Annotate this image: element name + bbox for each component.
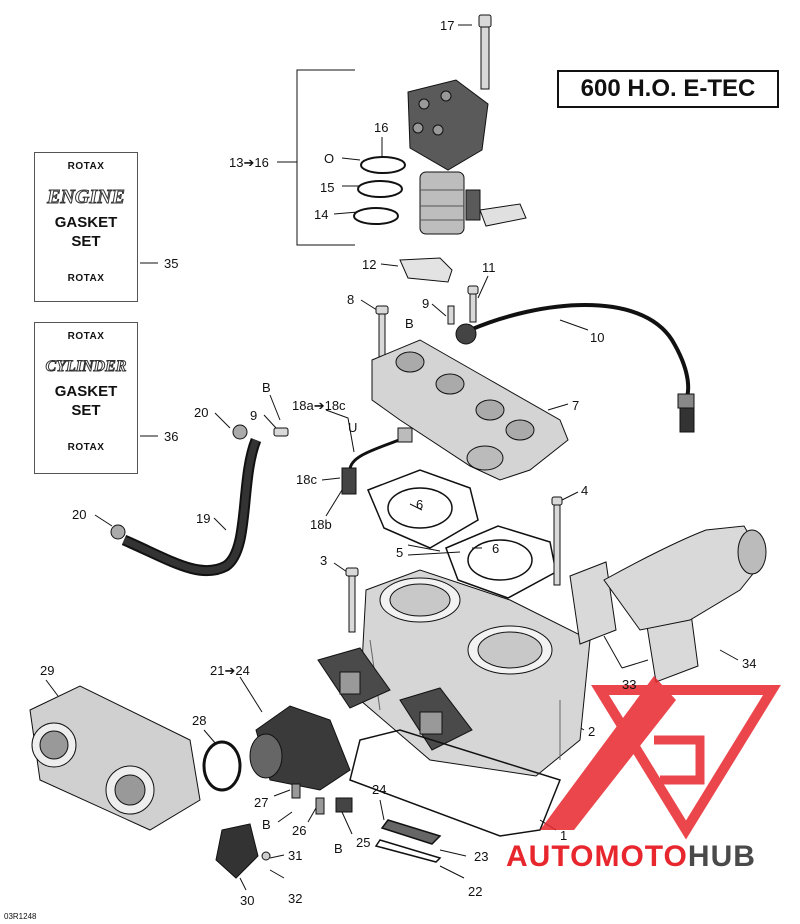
fitting-parts	[291, 783, 353, 815]
callout-24: 24	[372, 782, 387, 797]
callout-7: 7	[572, 398, 580, 413]
pressure-sensor	[419, 171, 527, 235]
callout-lube-u: U	[348, 420, 358, 435]
callout-lube-b-left: B	[262, 380, 271, 395]
callout-18c: 18c	[296, 472, 317, 487]
kit-line3: SET	[71, 233, 101, 250]
watermark-part1: AUTOMOTO	[506, 840, 688, 873]
head-gaskets-6	[367, 469, 557, 599]
callout-2: 2	[588, 724, 596, 739]
kit-line2: GASKET	[54, 383, 118, 400]
callout-29: 29	[40, 663, 55, 678]
callout-28: 28	[192, 713, 207, 728]
callout-36: 36	[164, 429, 179, 444]
callout-32: 32	[288, 891, 303, 906]
callout-25: 25	[356, 835, 371, 850]
callout-34: 34	[742, 656, 757, 671]
callout-23: 23	[474, 849, 489, 864]
temperature-sensor-18	[341, 427, 413, 495]
throttle-body-29	[29, 685, 201, 831]
drawing-code: 03R1248	[4, 912, 37, 921]
callout-22: 22	[468, 884, 483, 899]
kit-line2: GASKET	[54, 214, 118, 231]
kit-brand-bottom: ROTAX	[67, 273, 105, 284]
callout-lube-b-mid: B	[262, 817, 271, 832]
cap-bolt-17	[478, 14, 492, 90]
callout-9-left: 9	[250, 408, 258, 423]
sensor-housing	[407, 79, 489, 171]
callout-30: 30	[240, 893, 255, 908]
callout-6-lower: 6	[492, 541, 500, 556]
callout-18a-18c: 18a➔18c	[292, 398, 346, 413]
callout-12: 12	[362, 257, 377, 272]
wire-harness-10	[455, 303, 695, 433]
cylinder-bolt-3	[345, 567, 359, 633]
callout-27: 27	[254, 795, 269, 810]
coolant-hose-19	[121, 437, 262, 577]
callout-3: 3	[320, 553, 328, 568]
kit-brand-bottom: ROTAX	[67, 442, 105, 453]
callout-9-top: 9	[422, 296, 430, 311]
intake-adaptor-21	[249, 705, 351, 791]
callout-15: 15	[320, 180, 335, 195]
o-rings	[353, 156, 406, 225]
callout-14: 14	[314, 207, 329, 222]
kit-title: CYLINDER	[45, 358, 127, 376]
watermark-text: AUTOMOTOHUB	[506, 840, 756, 874]
callout-20-bottom: 20	[72, 507, 87, 522]
callout-20-top: 20	[194, 405, 209, 420]
leader-lines	[45, 24, 739, 891]
watermark-logo	[540, 676, 781, 840]
kit-brand-top: ROTAX	[67, 161, 105, 172]
callout-1: 1	[560, 828, 568, 843]
callout-11: 11	[482, 260, 496, 275]
callout-8: 8	[347, 292, 355, 307]
exhaust-manifold	[569, 525, 767, 683]
cylinder-head-7	[371, 339, 569, 481]
tps-sensor-30	[215, 823, 271, 879]
callout-lube-b-low: B	[334, 841, 343, 856]
watermark-part2: HUB	[687, 840, 756, 873]
callout-19: 19	[196, 511, 211, 526]
cylinder-block-2	[359, 569, 591, 777]
callout-31: 31	[288, 848, 303, 863]
callout-33: 33	[622, 677, 637, 692]
callout-35: 35	[164, 256, 179, 271]
clamp-28	[202, 740, 242, 792]
callout-18b: 18b	[310, 517, 332, 532]
stud-bolt-4	[551, 496, 563, 586]
callout-17: 17	[440, 18, 455, 33]
callout-26: 26	[292, 823, 307, 838]
callout-10: 10	[590, 330, 605, 345]
callout-13-16: 13➔16	[229, 155, 269, 170]
cylinder-gasket-set-box: ROTAX CYLINDER GASKET SET ROTAX	[34, 322, 138, 474]
model-title: 600 H.O. E-TEC	[557, 70, 779, 108]
callout-lube-o: O	[324, 151, 335, 166]
callout-16: 16	[374, 120, 389, 135]
kit-line3: SET	[71, 402, 101, 419]
callout-lube-b-top: B	[405, 316, 414, 331]
reed-valves	[317, 647, 473, 751]
callout-5: 5	[396, 545, 404, 560]
callout-4: 4	[581, 483, 589, 498]
callout-6-upper: 6	[416, 497, 424, 512]
kit-title: ENGINE	[47, 186, 126, 209]
hose-clamps-20	[110, 424, 248, 540]
engine-gasket-set-box: ROTAX ENGINE GASKET SET ROTAX	[34, 152, 138, 302]
callout-21-24: 21➔24	[210, 663, 250, 678]
kit-brand-top: ROTAX	[67, 331, 105, 342]
gasket-12	[399, 257, 453, 283]
